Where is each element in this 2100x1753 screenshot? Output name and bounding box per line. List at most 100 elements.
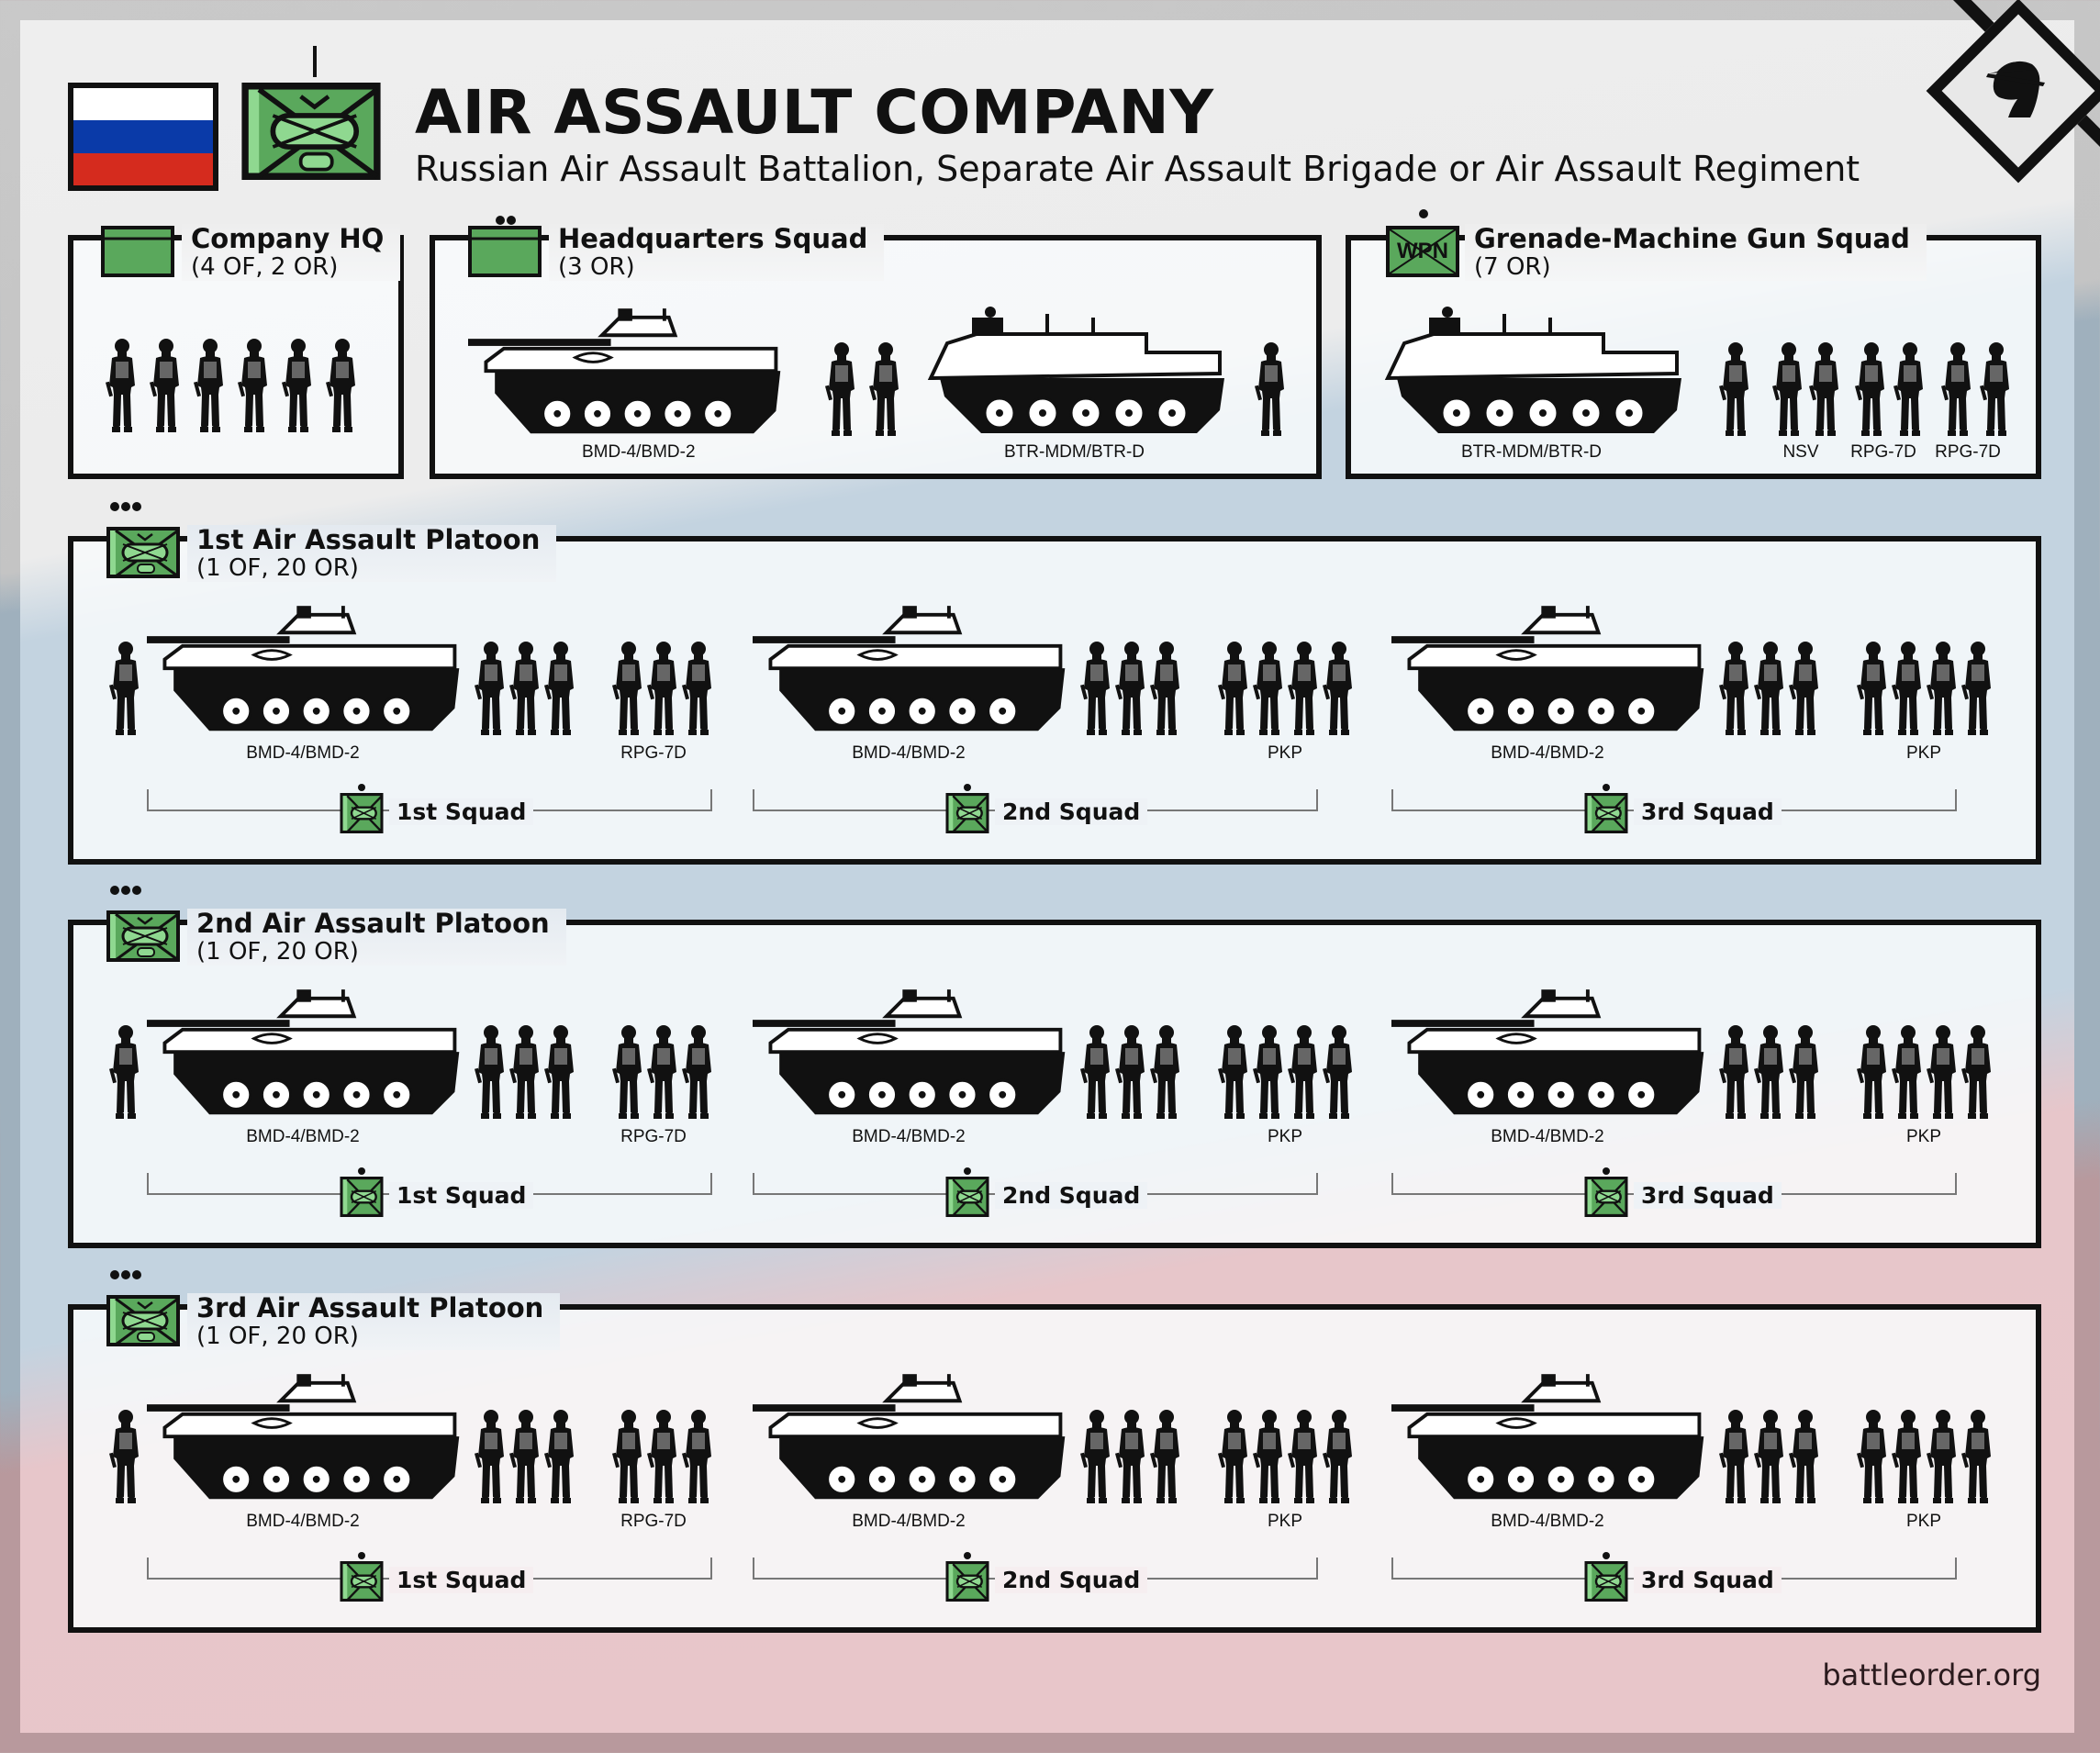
platoon-title: 3rd Air Assault Platoon xyxy=(196,1292,544,1323)
soldier-icon xyxy=(1287,641,1322,736)
platoon-title: 2nd Air Assault Platoon xyxy=(196,908,550,939)
platoon-strength: (1 OF, 20 OR) xyxy=(196,938,359,966)
company-hq-title: Company HQ xyxy=(191,223,385,254)
squad-name: 1st Squad xyxy=(389,1182,534,1209)
soldier-icon xyxy=(108,641,143,736)
soldier-icon xyxy=(1753,641,1788,736)
soldier-icon xyxy=(543,1409,578,1504)
vehicle-label: BMD-4/BMD-2 xyxy=(246,1512,360,1531)
weapon-label: RPG-7D xyxy=(620,743,687,763)
echelon-dots xyxy=(110,1267,141,1284)
soldier-icon xyxy=(1287,1409,1322,1504)
vehicle-label: BMD-4/BMD-2 xyxy=(1491,743,1604,763)
wpn-symbol-text: WPN xyxy=(1397,239,1448,263)
hq-squad-title: Headquarters Squad xyxy=(558,223,868,254)
soldier-icon xyxy=(1771,341,1806,437)
squad-unit-symbol xyxy=(334,1177,389,1217)
gmg-squad-title: Grenade-Machine Gun Squad xyxy=(1474,223,1910,254)
soldier-icon xyxy=(237,338,272,433)
soldier-icon xyxy=(1808,341,1843,437)
platoon-box: 2nd Air Assault Platoon (1 OF, 20 OR) BM… xyxy=(68,886,2041,1248)
bmd-vehicle-icon xyxy=(1391,606,1713,740)
soldier-icon xyxy=(1079,1409,1114,1504)
flag-white-stripe xyxy=(73,88,213,121)
soldier-icon xyxy=(681,1409,716,1504)
soldier-icon xyxy=(1856,1024,1891,1120)
squad-name: 3rd Squad xyxy=(1634,1567,1782,1593)
soldier-icon xyxy=(1891,1024,1926,1120)
platoon-box: 3rd Air Assault Platoon (1 OF, 20 OR) BM… xyxy=(68,1270,2041,1633)
weapon-label: PKP xyxy=(1905,1512,1942,1531)
soldier-icon xyxy=(1149,641,1184,736)
soldier-icon xyxy=(681,1024,716,1120)
soldier-icon xyxy=(1114,1409,1149,1504)
weapon-label: NSV xyxy=(1782,442,1819,462)
soldier-icon xyxy=(1926,1409,1960,1504)
soldier-icon xyxy=(681,641,716,736)
echelon-dot xyxy=(1603,1167,1610,1175)
soldier-icon xyxy=(508,1409,543,1504)
vehicle-label: BMD-4/BMD-2 xyxy=(582,442,696,462)
bmd-vehicle-icon xyxy=(753,1374,1074,1508)
soldier-icon xyxy=(1718,1409,1753,1504)
bmd-vehicle-icon xyxy=(753,989,1074,1123)
footer-site-link[interactable]: battleorder.org xyxy=(1822,1658,2041,1692)
echelon-dot xyxy=(964,1552,971,1559)
bmd-vehicle-icon xyxy=(147,989,468,1123)
soldier-icon xyxy=(868,341,903,437)
page-title: AIR ASSAULT COMPANY xyxy=(415,77,1214,148)
soldier-icon xyxy=(1891,1409,1926,1504)
weapon-label: PKP xyxy=(1267,1127,1303,1146)
soldier-icon xyxy=(1940,341,1975,437)
vehicle-label: BMD-4/BMD-2 xyxy=(246,743,360,763)
soldier-icon xyxy=(1322,641,1357,736)
squad-unit-symbol xyxy=(940,1561,995,1602)
vehicle-label: BTR-MDM/BTR-D xyxy=(1004,442,1145,462)
soldier-icon xyxy=(1926,1024,1960,1120)
soldier-icon xyxy=(1979,341,2014,437)
soldier-icon xyxy=(611,641,646,736)
echelon-dot xyxy=(964,784,971,791)
echelon-dot xyxy=(358,784,365,791)
platoon-title: 1st Air Assault Platoon xyxy=(196,524,541,555)
company-echelon-tick xyxy=(313,46,317,77)
soldier-icon xyxy=(1217,1024,1252,1120)
soldier-icon xyxy=(1079,1024,1114,1120)
bmd-vehicle-icon xyxy=(1391,989,1713,1123)
echelon-dot xyxy=(358,1552,365,1559)
btr-vehicle-icon xyxy=(1379,305,1691,442)
squad-name: 2nd Squad xyxy=(995,1567,1148,1593)
echelon-dots xyxy=(110,883,141,899)
soldier-icon xyxy=(543,641,578,736)
weapon-label: PKP xyxy=(1267,1512,1303,1531)
soldier-icon xyxy=(611,1409,646,1504)
soldier-icon xyxy=(1149,1024,1184,1120)
soldier-icon xyxy=(1718,341,1753,437)
company-hq-strength: (4 OF, 2 OR) xyxy=(191,253,339,281)
squad-unit-symbol xyxy=(1579,793,1634,833)
soldier-icon xyxy=(1252,1024,1287,1120)
soldier-icon xyxy=(193,338,228,433)
soldier-icon xyxy=(1322,1024,1357,1120)
soldier-icon xyxy=(1960,641,1995,736)
soldier-icon xyxy=(1217,641,1252,736)
soldier-icon xyxy=(1788,1024,1823,1120)
soldier-icon xyxy=(646,1409,681,1504)
platoon-strength: (1 OF, 20 OR) xyxy=(196,1323,359,1350)
bmd-vehicle-icon xyxy=(468,308,789,442)
weapon-label: RPG-7D xyxy=(620,1512,687,1531)
soldier-icon xyxy=(1718,641,1753,736)
soldier-icon xyxy=(108,1409,143,1504)
btr-vehicle-icon xyxy=(922,305,1234,442)
soldier-icon xyxy=(1322,1409,1357,1504)
soldier-icon xyxy=(543,1024,578,1120)
soldier-icon xyxy=(1960,1024,1995,1120)
platoon-unit-symbol xyxy=(106,910,180,962)
soldier-icon xyxy=(1891,641,1926,736)
vehicle-label: BMD-4/BMD-2 xyxy=(852,1127,966,1146)
platoon-strength: (1 OF, 20 OR) xyxy=(196,554,359,582)
echelon-dot xyxy=(1603,1552,1610,1559)
soldier-icon xyxy=(105,338,140,433)
soldier-icon xyxy=(281,338,316,433)
squad-unit-symbol xyxy=(1579,1177,1634,1217)
